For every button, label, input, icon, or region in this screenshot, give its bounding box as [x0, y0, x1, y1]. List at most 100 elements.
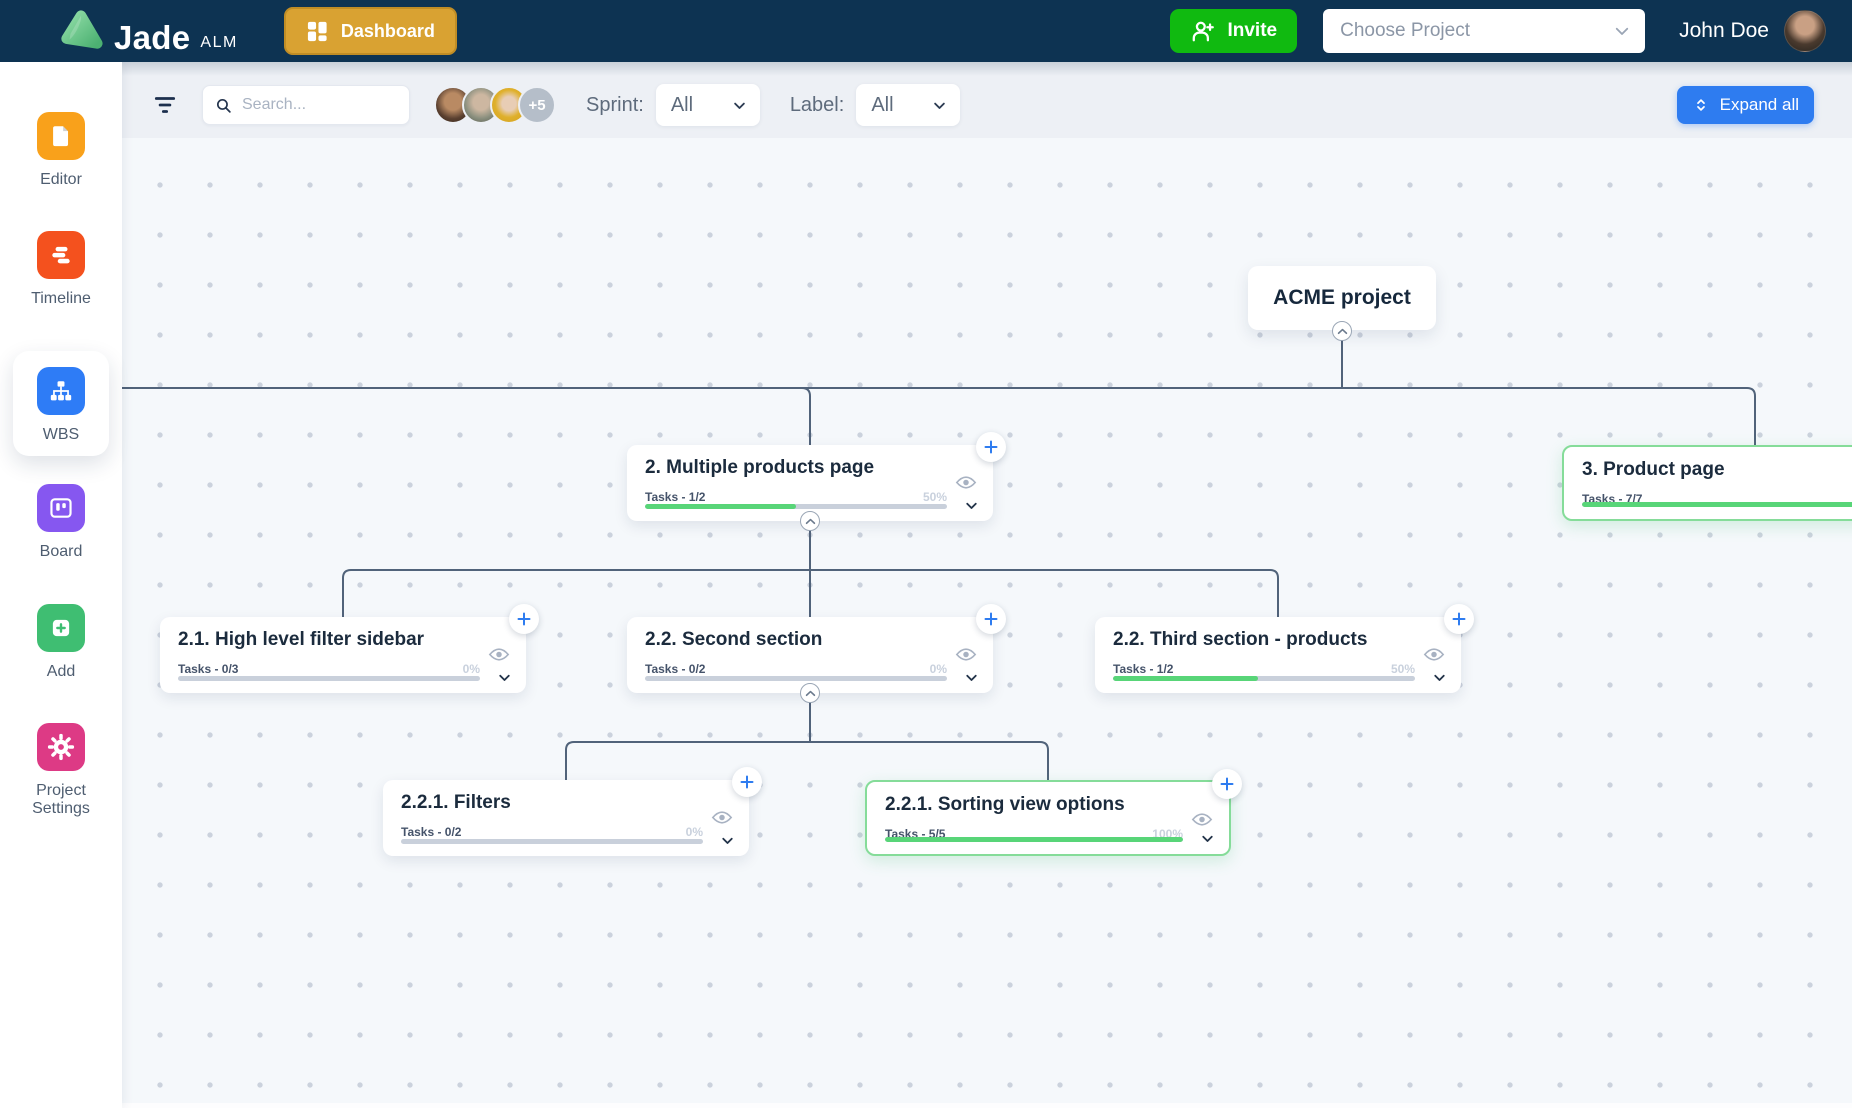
search-icon	[215, 97, 232, 114]
chevron-down-icon	[732, 98, 747, 113]
eye-icon[interactable]	[1191, 812, 1213, 827]
dashboard-button[interactable]: Dashboard	[283, 7, 457, 55]
filter-lines-icon[interactable]	[152, 92, 178, 118]
eye-icon[interactable]	[1423, 647, 1445, 662]
wbs-node-2-2-1-filters[interactable]: 2.2.1. Filters Tasks - 0/2 0%	[383, 767, 762, 856]
wbs-main-area: ACME project 2. Multiple products page T…	[122, 62, 1852, 1108]
sidebar-item-label: Timeline	[31, 290, 91, 308]
progress-percent: 0%	[929, 662, 947, 676]
progress-percent: 50%	[922, 490, 947, 504]
sidebar-item-board[interactable]: Board	[37, 484, 85, 561]
label-select-value: All	[871, 93, 894, 116]
wbs-node-3[interactable]: 3. Product page Tasks - 7/7	[1562, 445, 1852, 521]
collapse-toggle[interactable]	[1332, 321, 1352, 341]
tasks-count: Tasks - 1/2	[1113, 662, 1174, 676]
sidebar-active-card: WBS	[13, 350, 109, 457]
sidebar-item-label: Project Settings	[32, 781, 90, 818]
editor-file-icon	[37, 112, 85, 160]
chevron-down-icon[interactable]	[1431, 669, 1448, 686]
choose-project-placeholder: Choose Project	[1340, 20, 1470, 41]
app-logo[interactable]: Jade ALM	[58, 8, 238, 54]
expand-all-button[interactable]: Expand all	[1676, 86, 1814, 124]
chevron-down-icon	[932, 98, 947, 113]
search-box[interactable]	[202, 85, 410, 125]
eye-icon[interactable]	[955, 647, 977, 662]
collapse-toggle[interactable]	[800, 683, 820, 703]
node-title: 3. Product page	[1582, 459, 1725, 480]
board-kanban-icon	[37, 484, 85, 533]
wbs-node-2-1[interactable]: 2.1. High level filter sidebar Tasks - 0…	[160, 604, 539, 693]
add-child-button[interactable]	[976, 604, 1006, 634]
tasks-count: Tasks - 0/2	[401, 825, 462, 839]
sidebar-item-add[interactable]: Add	[37, 603, 85, 681]
wbs-toolbar: +5 Sprint: All Label: All	[122, 62, 1852, 138]
wbs-tree-icon	[37, 366, 85, 415]
node-title: 2.2. Second section	[645, 629, 823, 650]
invite-button[interactable]: Invite	[1170, 9, 1298, 53]
wbs-node-2-2-1-sorting[interactable]: 2.2.1. Sorting view options Tasks - 5/5 …	[865, 769, 1242, 856]
user-plus-icon	[1190, 18, 1216, 44]
wbs-node-2-2-third[interactable]: 2.2. Third section - products Tasks - 1/…	[1095, 604, 1474, 693]
progress-bar	[401, 839, 703, 844]
search-input[interactable]	[240, 95, 397, 115]
sprint-select[interactable]: All	[655, 84, 760, 126]
progress-bar	[1582, 502, 1852, 507]
sidebar-item-project-settings[interactable]: Project Settings	[19, 722, 103, 819]
wbs-root-node[interactable]: ACME project	[1248, 266, 1436, 330]
progress-bar	[1113, 676, 1415, 681]
sidebar-item-label: Editor	[40, 171, 82, 188]
user-avatar[interactable]	[1784, 10, 1826, 52]
label-select[interactable]: All	[856, 84, 961, 126]
add-child-button[interactable]	[976, 432, 1006, 462]
sidebar-item-label: WBS	[42, 425, 80, 443]
eye-icon[interactable]	[955, 475, 977, 490]
leaf-logo-icon	[58, 8, 104, 54]
collapse-toggle[interactable]	[800, 511, 820, 531]
chevron-down-icon[interactable]	[496, 669, 513, 686]
eye-icon[interactable]	[711, 810, 733, 825]
tasks-count: Tasks - 1/2	[645, 490, 706, 504]
node-title: 2. Multiple products page	[645, 457, 875, 478]
add-child-button[interactable]	[732, 767, 762, 797]
chevron-down-icon[interactable]	[963, 497, 980, 514]
add-child-button[interactable]	[509, 604, 539, 634]
avatar-overflow-badge[interactable]: +5	[518, 86, 556, 124]
wbs-node-2-2[interactable]: 2.2. Second section Tasks - 0/2 0%	[627, 604, 1006, 693]
progress-percent: 50%	[1390, 662, 1415, 676]
sidebar-item-editor[interactable]: Editor	[37, 112, 85, 189]
wbs-node-2[interactable]: 2. Multiple products page Tasks - 1/2 50…	[627, 432, 1006, 521]
chevron-down-icon	[1613, 22, 1631, 40]
add-child-button[interactable]	[1444, 604, 1474, 634]
eye-icon[interactable]	[488, 647, 510, 662]
progress-bar	[885, 837, 1183, 842]
sidebar-item-label: Board	[39, 543, 83, 561]
node-title: 2.2. Third section - products	[1113, 629, 1368, 650]
tasks-count: Tasks - 0/3	[178, 662, 239, 676]
wbs-canvas[interactable]: ACME project 2. Multiple products page T…	[122, 62, 1852, 1108]
chevron-down-icon[interactable]	[963, 669, 980, 686]
sprint-filter: Sprint: All	[586, 84, 760, 126]
sidebar-item-label: Add	[46, 662, 76, 680]
add-child-button[interactable]	[1212, 769, 1242, 799]
timeline-gantt-icon	[37, 231, 85, 280]
sprint-filter-label: Sprint:	[586, 93, 644, 116]
tree-connectors	[122, 330, 1756, 780]
dashboard-label: Dashboard	[340, 20, 435, 41]
chevron-down-icon[interactable]	[1199, 830, 1216, 847]
user-name: John Doe	[1679, 19, 1769, 42]
chevron-down-icon[interactable]	[719, 832, 736, 849]
choose-project-select[interactable]: Choose Project	[1323, 9, 1646, 53]
dashboard-grid-icon	[306, 20, 329, 43]
root-node-title: ACME project	[1273, 286, 1411, 309]
sidebar-item-timeline[interactable]: Timeline	[31, 231, 91, 308]
sidebar-item-wbs[interactable]: WBS	[37, 366, 85, 444]
node-title: 2.2.1. Sorting view options	[885, 794, 1125, 815]
expand-all-label: Expand all	[1719, 95, 1799, 114]
brand-name: Jade	[114, 19, 191, 56]
unfold-icon	[1692, 96, 1710, 114]
brand-suffix: ALM	[200, 34, 238, 51]
left-sidebar: Editor Timeline	[0, 62, 122, 1108]
progress-bar	[645, 504, 947, 509]
user-menu[interactable]: John Doe	[1679, 10, 1826, 52]
progress-percent: 0%	[685, 825, 703, 839]
